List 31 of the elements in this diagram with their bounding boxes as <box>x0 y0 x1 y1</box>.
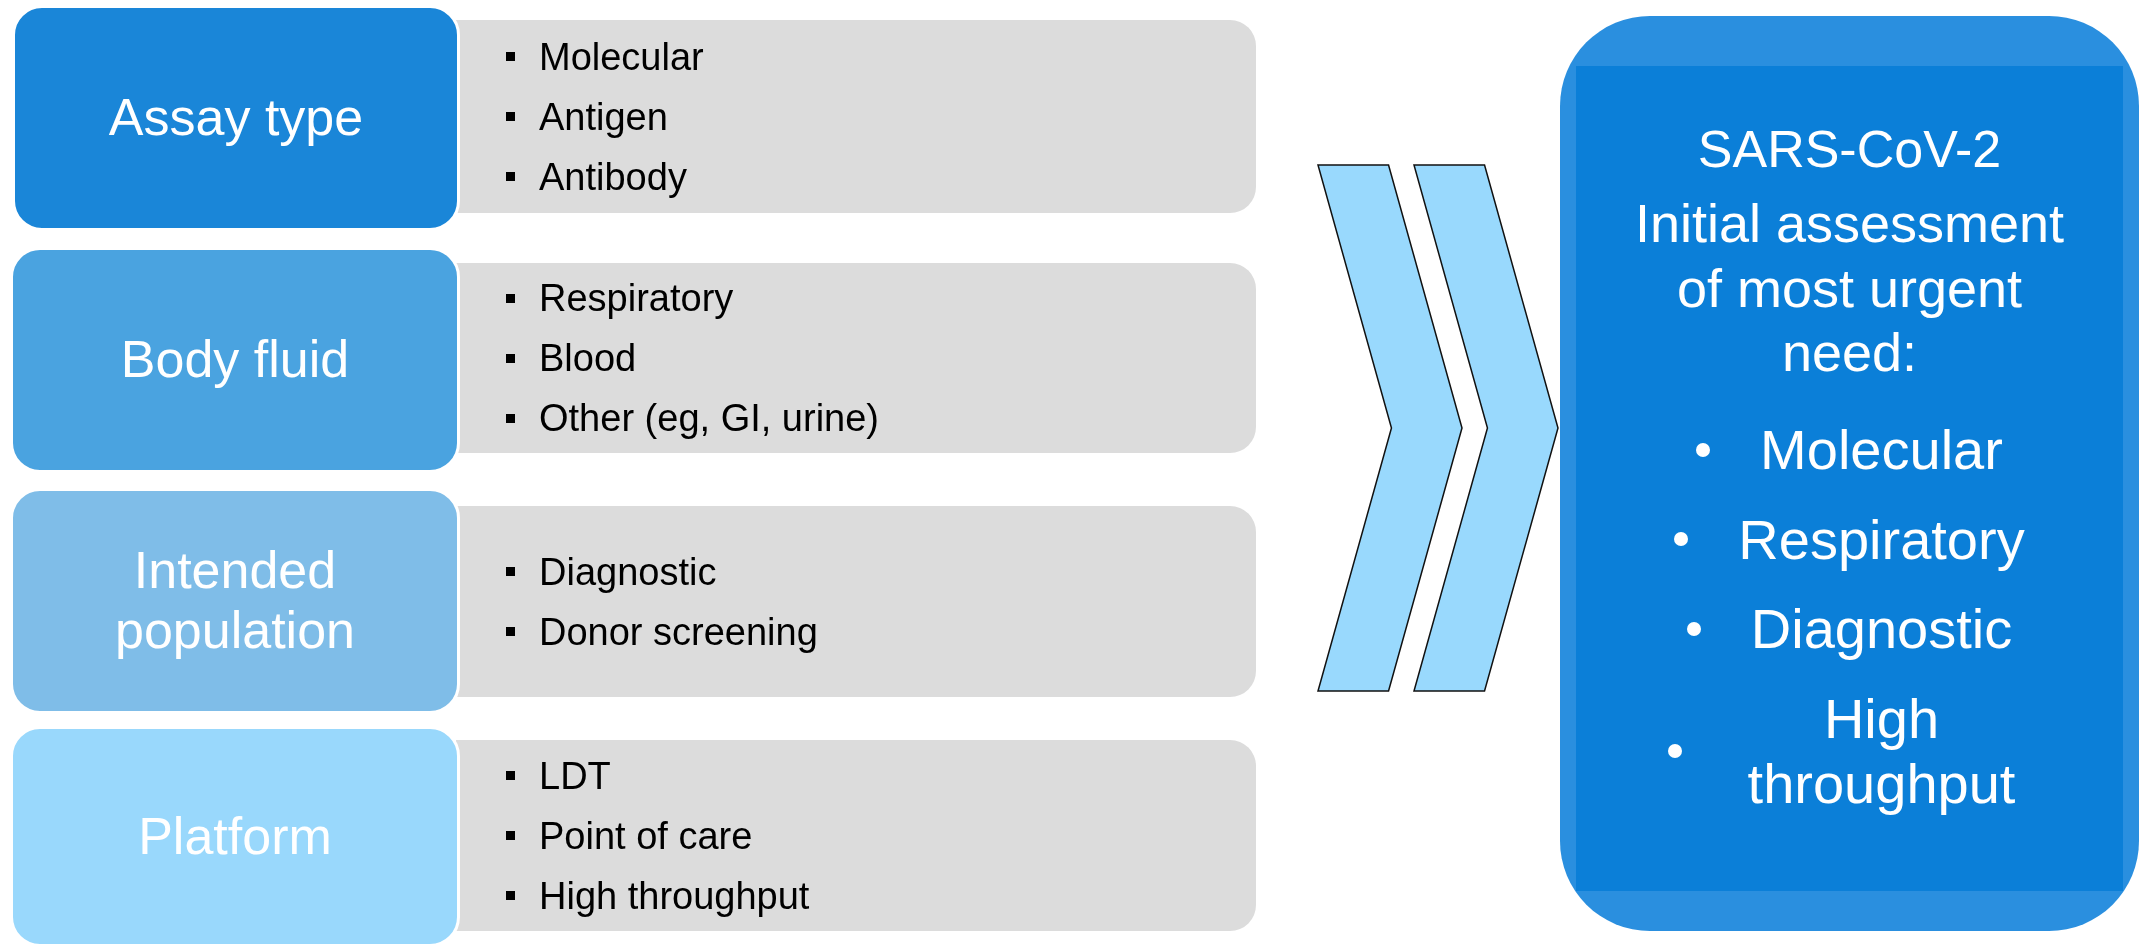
list-item: Point of care <box>506 805 1256 866</box>
list-item: Blood <box>506 328 1256 388</box>
summary-panel <box>1560 16 2139 931</box>
list-item: Diagnostic <box>506 541 1256 602</box>
list-item: Respiratory <box>506 268 1256 328</box>
summary-item: Molecular <box>1760 417 2003 483</box>
summary-heading: Initial assessment of most urgent need: <box>1633 191 2066 385</box>
list-panel <box>456 263 1256 453</box>
list-item: LDT <box>506 745 1256 806</box>
list-panel <box>456 506 1256 697</box>
summary-item: High throughput <box>1746 685 2017 817</box>
category-box <box>10 488 460 714</box>
summary-title: SARS-CoV-2 <box>1697 119 2002 181</box>
list-panel <box>456 20 1256 213</box>
category-box <box>10 247 460 473</box>
list-item: Other (eg, GI, urine) <box>506 388 1256 448</box>
category-label: Intended population <box>114 541 356 661</box>
category-box <box>12 5 460 231</box>
category-label: Assay type <box>107 88 365 148</box>
category-label: Platform <box>137 806 333 867</box>
category-label: Body fluid <box>119 330 351 390</box>
list-item: Molecular <box>506 26 1256 87</box>
double-chevron-arrow <box>1317 164 1559 692</box>
list-item: High throughput <box>506 865 1256 926</box>
summary-item: Diagnostic <box>1750 596 2013 662</box>
summary-item: Respiratory <box>1738 506 2025 573</box>
list-panel <box>456 740 1256 931</box>
category-box <box>10 726 460 947</box>
list-item: Antibody <box>506 146 1256 207</box>
list-item: Donor screening <box>506 601 1256 662</box>
list-item: Antigen <box>506 86 1256 147</box>
